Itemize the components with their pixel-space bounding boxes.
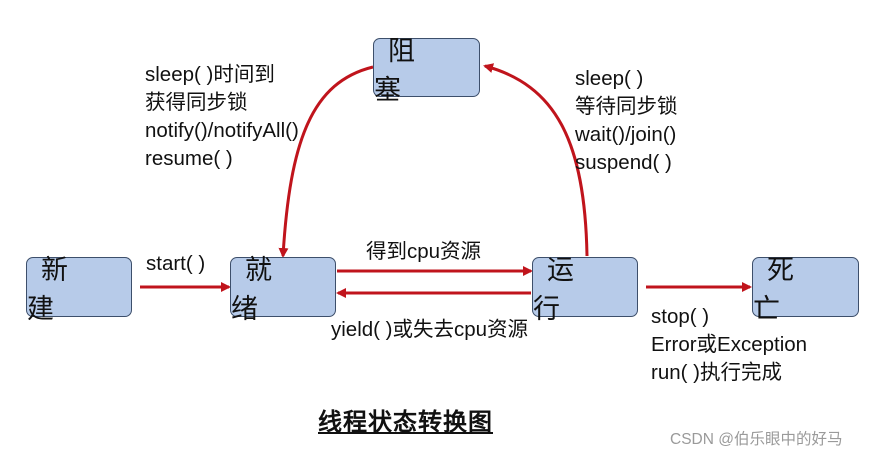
label-running-to-blocked: sleep( ) 等待同步锁 wait()/join() suspend( ) [575,65,678,177]
running-to-blocked-line: sleep( ) [575,67,644,90]
blocked-to-ready-line: resume( ) [145,147,233,170]
running-to-blocked-line: wait()/join() [575,123,677,146]
running-to-dead-line: Error或Exception [651,333,808,356]
running-to-blocked-line: suspend( ) [575,151,672,174]
arrow-running-to-blocked [483,63,589,257]
state-dead: 死 亡 [752,255,859,325]
label-running-to-dead: stop( ) Error或Exception run( )执行完成 [651,303,807,387]
running-to-dead-line: run( )执行完成 [651,361,782,384]
label-start: start( ) [146,252,206,275]
state-running: 运 行 [532,255,638,325]
state-blocked: 阻 塞 [373,36,480,106]
state-new: 新 建 [26,255,132,325]
running-to-blocked-line: 等待同步锁 [575,95,678,118]
label-blocked-to-ready: sleep( )时间到 获得同步锁 notify()/notifyAll() r… [145,61,299,173]
diagram-caption: 线程状态转换图 [318,407,493,436]
watermark: CSDN @伯乐眼中的好马 [670,431,843,448]
blocked-to-ready-line: sleep( )时间到 [145,63,275,86]
label-yield: yield( )或失去cpu资源 [331,318,529,341]
arrow-blocked-to-ready [278,65,374,258]
label-get-cpu: 得到cpu资源 [366,240,482,263]
blocked-to-ready-line: 获得同步锁 [145,91,248,114]
running-to-dead-line: stop( ) [651,305,710,328]
state-ready: 就 绪 [230,255,336,325]
blocked-to-ready-line: notify()/notifyAll() [145,119,299,142]
